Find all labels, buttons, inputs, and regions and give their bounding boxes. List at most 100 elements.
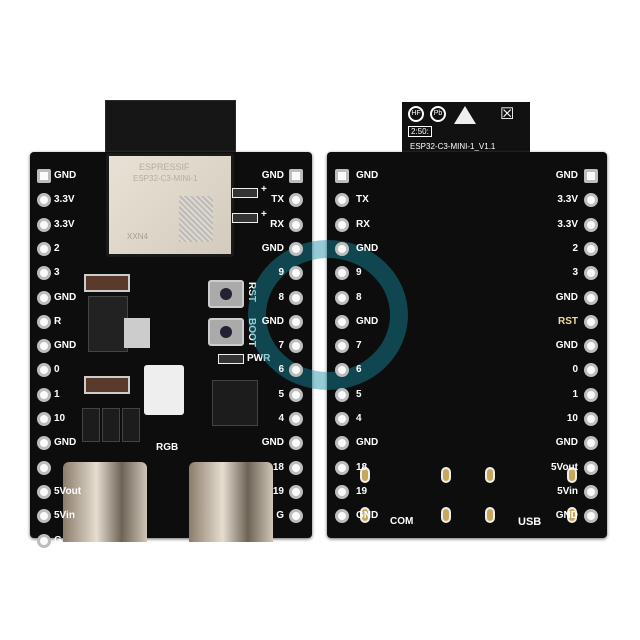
front-right-pin[interactable] xyxy=(289,387,303,402)
back-right-pin[interactable] xyxy=(584,217,598,232)
back-left-pin[interactable] xyxy=(335,290,349,305)
back-right-pin-label: 1 xyxy=(572,388,578,400)
module-code: XXN4 xyxy=(127,232,148,241)
front-left-pin-label: 5Vout xyxy=(54,485,82,497)
back-right-pin-label: 3.3V xyxy=(557,218,578,230)
back-left-pin[interactable] xyxy=(335,314,349,329)
back-right-pin[interactable] xyxy=(584,169,598,183)
back-right-pin[interactable] xyxy=(584,290,598,305)
usb-c-port-com[interactable] xyxy=(63,462,147,542)
back-right-pin[interactable] xyxy=(584,314,598,329)
front-left-pin[interactable] xyxy=(37,241,51,256)
front-left-pin[interactable] xyxy=(37,217,51,232)
back-right-pin[interactable] xyxy=(584,509,598,524)
front-left-pin-label: 10 xyxy=(54,413,66,424)
back-right-pin-label: GND xyxy=(555,170,578,181)
front-right-pin[interactable] xyxy=(289,290,303,305)
front-right-pin[interactable] xyxy=(289,509,303,524)
front-right-pin-label: RX xyxy=(270,218,284,230)
front-right-pin[interactable] xyxy=(289,436,303,451)
front-right-pin[interactable] xyxy=(289,241,303,256)
front-left-pin[interactable] xyxy=(37,412,51,426)
front-left-pin-label: 5Vin xyxy=(54,510,75,522)
front-left-pin[interactable] xyxy=(37,290,51,305)
front-left-pin[interactable] xyxy=(37,193,51,208)
front-right-pin[interactable] xyxy=(289,217,303,232)
back-right-pin[interactable] xyxy=(584,484,598,499)
back-right-pin[interactable] xyxy=(584,241,598,256)
rgb-led xyxy=(144,365,184,415)
back-left-pin[interactable] xyxy=(335,193,349,208)
rx-plus: + xyxy=(261,209,267,220)
back-left-pin-label: 18 xyxy=(356,461,368,473)
back-right-pin-label: 5Vout xyxy=(550,461,578,473)
front-right-pin[interactable] xyxy=(289,339,303,354)
solder-pad xyxy=(567,467,577,483)
back-right-pin-label: GND xyxy=(555,340,578,352)
front-right-pin-label: GND xyxy=(261,170,284,181)
front-left-pin[interactable] xyxy=(37,169,51,183)
back-left-pin-label: GND xyxy=(356,170,379,181)
front-left-pin[interactable] xyxy=(37,363,51,378)
front-right-pin[interactable] xyxy=(289,412,303,426)
boot-button[interactable] xyxy=(208,318,244,346)
back-left-pin[interactable] xyxy=(335,412,349,426)
front-right-pin[interactable] xyxy=(289,266,303,281)
back-right-pin[interactable] xyxy=(584,460,598,475)
front-right-pin[interactable] xyxy=(289,193,303,208)
usb-label: USB xyxy=(518,516,542,528)
front-right-pin[interactable] xyxy=(289,314,303,329)
back-right-pin[interactable] xyxy=(584,266,598,281)
rst-button[interactable] xyxy=(208,280,244,308)
back-left-pin[interactable] xyxy=(335,484,349,499)
weee-bin-icon: ☒ xyxy=(500,106,515,123)
front-left-pin[interactable] xyxy=(37,387,51,402)
back-left-pin[interactable] xyxy=(335,169,349,183)
back-right-pin[interactable] xyxy=(584,339,598,354)
front-left-pin[interactable] xyxy=(37,484,51,499)
usb-c-port-usb[interactable] xyxy=(189,462,273,542)
front-left-pin[interactable] xyxy=(37,266,51,281)
back-left-pin[interactable] xyxy=(335,217,349,232)
back-left-pin[interactable] xyxy=(335,266,349,281)
front-left-pin[interactable] xyxy=(37,509,51,524)
date-code: 2:50: xyxy=(408,126,432,137)
back-left-pin[interactable] xyxy=(335,241,349,256)
front-left-pin[interactable] xyxy=(37,314,51,329)
back-left-pin-label: GND xyxy=(356,437,379,449)
front-right-pin-label: GND xyxy=(261,315,284,327)
front-left-pin-label: 0 xyxy=(54,364,60,376)
back-right-pin[interactable] xyxy=(584,387,598,402)
back-right-pin-label: GND xyxy=(555,510,578,522)
back-left-pin[interactable] xyxy=(335,363,349,378)
back-right-pin-label: 3 xyxy=(572,267,578,279)
back-left-pin-label: GND xyxy=(356,315,379,327)
front-left-pin-label: 3.3V xyxy=(54,218,75,230)
back-left-pin[interactable] xyxy=(335,339,349,354)
back-left-pin-label: 9 xyxy=(356,267,362,279)
back-left-pin[interactable] xyxy=(335,460,349,475)
rgb-label: RGB xyxy=(156,442,179,453)
front-left-pin[interactable] xyxy=(37,533,51,548)
front-right-pin[interactable] xyxy=(289,363,303,378)
front-left-pin-label: GND xyxy=(54,291,77,303)
module-model: ESP32-C3-MINI-1 xyxy=(133,174,198,183)
regulator-tab xyxy=(124,318,150,348)
front-left-pin[interactable] xyxy=(37,460,51,475)
solder-pad xyxy=(485,467,495,483)
back-right-pin[interactable] xyxy=(584,412,598,426)
front-left-pin[interactable] xyxy=(37,339,51,354)
front-right-pin[interactable] xyxy=(289,169,303,183)
back-left-pin-label: 8 xyxy=(356,291,362,303)
back-right-pin[interactable] xyxy=(584,193,598,208)
front-right-pin[interactable] xyxy=(289,484,303,499)
back-left-pin[interactable] xyxy=(335,509,349,524)
back-left-pin[interactable] xyxy=(335,436,349,451)
back-left-pin-label: 7 xyxy=(356,340,362,352)
front-right-pin[interactable] xyxy=(289,460,303,475)
back-left-pin[interactable] xyxy=(335,387,349,402)
front-left-pin[interactable] xyxy=(37,436,51,451)
qr-code xyxy=(179,196,213,242)
back-right-pin[interactable] xyxy=(584,436,598,451)
back-right-pin[interactable] xyxy=(584,363,598,378)
